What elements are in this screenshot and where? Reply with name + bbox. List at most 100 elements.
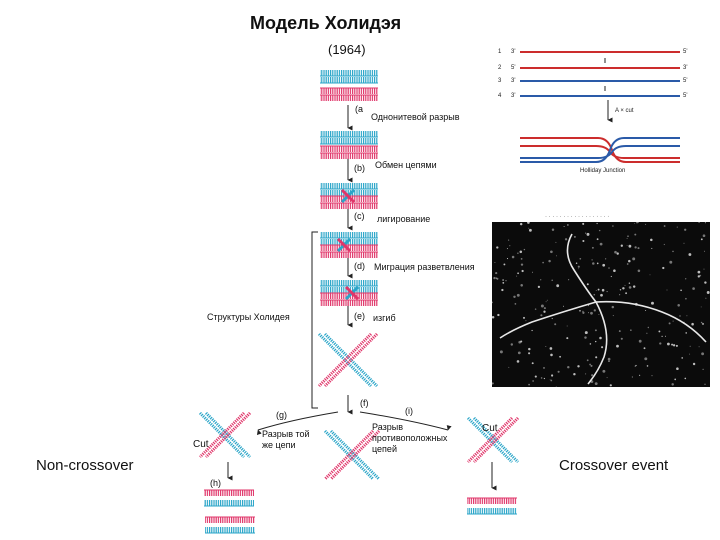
micrograph-speck <box>609 384 612 387</box>
micrograph-speck <box>630 329 632 331</box>
dna-strand <box>205 517 255 523</box>
micrograph-speck <box>590 364 593 367</box>
micrograph-speck <box>545 345 547 348</box>
schematic-prime-r1: 5' <box>683 49 688 55</box>
micrograph-speck <box>499 350 503 354</box>
schematic-prime-r2: 3' <box>683 65 688 71</box>
micrograph-speck <box>595 289 597 291</box>
electron-micrograph <box>492 222 710 387</box>
opposite-strand-cut-1: Разрыв <box>372 422 403 432</box>
micrograph-speck <box>651 301 654 305</box>
micrograph-speck <box>643 347 646 350</box>
micrograph-speck <box>511 255 515 259</box>
micrograph-speck <box>705 297 707 299</box>
micrograph-speck <box>645 309 647 312</box>
micrograph-speck <box>545 301 547 303</box>
schematic-row-3: 3 <box>498 78 502 84</box>
micrograph-speck <box>597 288 600 291</box>
micrograph-speck <box>566 325 568 327</box>
micrograph-speck <box>634 246 637 249</box>
micrograph-speck <box>698 222 700 224</box>
micrograph-speck <box>704 383 706 385</box>
schematic-prime-r3: 5' <box>683 78 688 84</box>
micrograph-speck <box>671 383 674 386</box>
micrograph-caption: · · · · · · · · · · · · · · · · · · <box>545 214 610 220</box>
micrograph-speck <box>607 357 611 361</box>
micrograph-speck <box>676 226 678 228</box>
micrograph-speck <box>495 277 497 279</box>
micrograph-speck <box>505 280 507 282</box>
dna-strand <box>204 490 254 496</box>
micrograph-speck <box>528 352 531 355</box>
dna-strand <box>320 252 378 258</box>
micrograph-speck <box>669 260 673 264</box>
micrograph-speck <box>521 269 524 273</box>
micrograph-speck <box>502 279 504 281</box>
micrograph-speck <box>703 250 706 252</box>
same-strand-cut-1: Разрыв той <box>262 429 310 439</box>
opposite-strand-cut-2: противоположных <box>372 433 448 443</box>
micrograph-speck <box>577 365 580 368</box>
micrograph-speck <box>700 238 703 241</box>
micrograph-speck <box>517 351 521 355</box>
micrograph-speck <box>631 376 633 378</box>
micrograph-speck <box>679 315 681 317</box>
micrograph-speck <box>582 310 584 313</box>
schematic-label-bottom: Holliday Junction <box>580 168 626 174</box>
same-strand-cut-2: же цепи <box>262 440 296 450</box>
micrograph-speck <box>704 281 707 284</box>
cut-left: Cut <box>193 439 209 450</box>
micrograph-speck <box>534 308 537 310</box>
micrograph-speck <box>706 291 710 294</box>
opposite-strand-cut-3: цепей <box>372 444 397 454</box>
micrograph-speck <box>575 262 578 264</box>
micrograph-speck <box>627 235 629 238</box>
micrograph-speck <box>509 245 511 247</box>
micrograph-speck <box>584 331 588 335</box>
dna-strand <box>320 70 378 76</box>
step-d: (d) <box>354 261 365 271</box>
micrograph-speck <box>550 379 553 382</box>
micrograph-speck <box>628 244 632 248</box>
dna-strand <box>320 203 378 209</box>
holliday-structures-label: Структуры Холидея <box>207 312 290 322</box>
micrograph-speck <box>671 343 674 346</box>
step-b: (b) <box>354 163 365 173</box>
micrograph-speck <box>593 309 596 312</box>
micrograph-speck <box>619 289 622 291</box>
micrograph-speck <box>674 378 677 381</box>
dna-strand <box>467 498 517 504</box>
micrograph-speck <box>540 314 543 317</box>
micrograph-speck <box>702 322 704 325</box>
micrograph-speck <box>702 234 706 238</box>
holliday-x-arm <box>466 416 514 464</box>
micrograph-speck <box>492 316 495 319</box>
micrograph-speck <box>626 263 629 265</box>
micrograph-speck <box>704 222 706 224</box>
micrograph-speck <box>700 321 703 324</box>
micrograph-speck <box>651 375 653 377</box>
micrograph-speck <box>661 335 663 338</box>
micrograph-speck <box>626 237 628 239</box>
junction-cross <box>344 285 360 301</box>
year-label: (1964) <box>328 42 366 57</box>
micrograph-speck <box>591 374 594 377</box>
micrograph-speck <box>540 377 543 379</box>
micrograph-speck <box>520 258 523 260</box>
micrograph-speck <box>613 269 616 272</box>
micrograph-speck <box>559 355 562 358</box>
micrograph-speck <box>602 263 606 267</box>
micrograph-speck <box>666 342 670 346</box>
dna-strand <box>320 232 378 238</box>
micrograph-speck <box>494 261 496 264</box>
micrograph-speck <box>519 222 523 226</box>
micrograph-speck <box>659 342 662 345</box>
micrograph-speck <box>502 281 505 284</box>
micrograph-speck <box>543 310 546 313</box>
step-a: (a <box>355 104 364 114</box>
micrograph-speck <box>685 297 687 300</box>
micrograph-speck <box>596 222 598 225</box>
schematic-row-4: 4 <box>498 93 502 99</box>
micrograph-speck <box>620 337 623 340</box>
